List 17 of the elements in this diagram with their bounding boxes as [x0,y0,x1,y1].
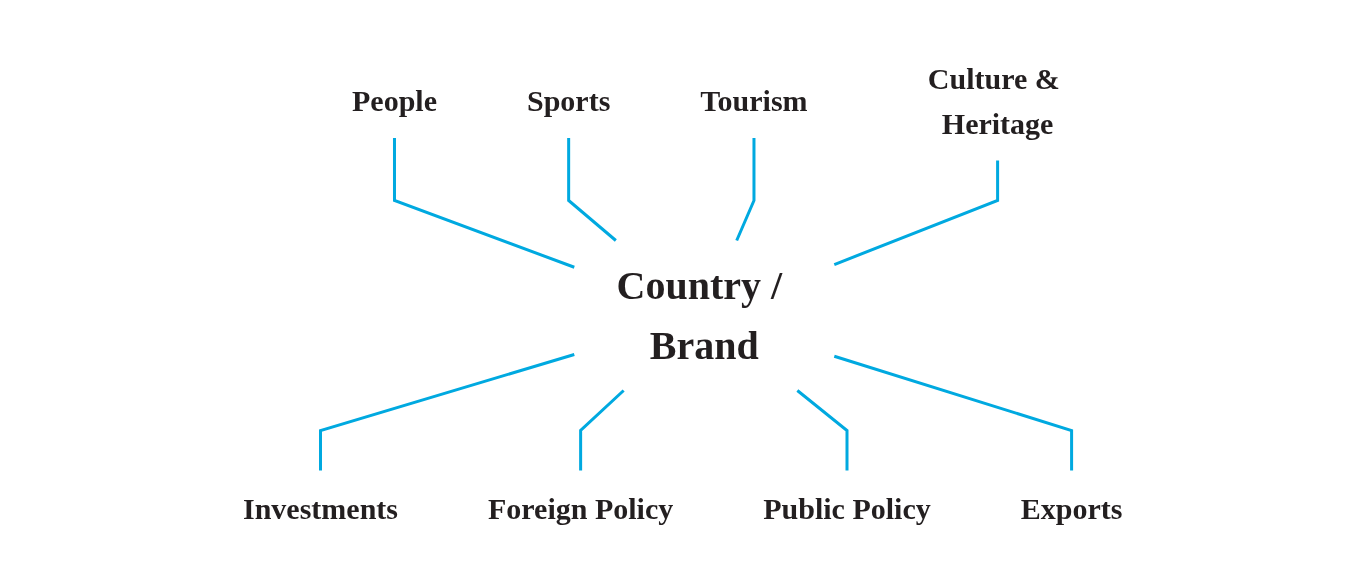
node-text: Sports [526,84,611,117]
connector [318,353,575,471]
node-text: Tourism [700,84,808,117]
node-text: People [351,84,437,117]
node-text: Country / Brand [616,262,782,368]
connector [833,354,1073,471]
connector [833,160,999,266]
node-text: Public Policy [763,491,931,525]
node-text: Culture & Heritage [927,61,1060,140]
connector [578,389,625,471]
connector [566,138,617,242]
connector [392,138,575,269]
connector [796,389,849,471]
node-text: Investments [242,491,398,525]
node-text: Foreign Policy [487,491,674,525]
connector [735,138,756,242]
node-text: Exports [1020,491,1123,525]
